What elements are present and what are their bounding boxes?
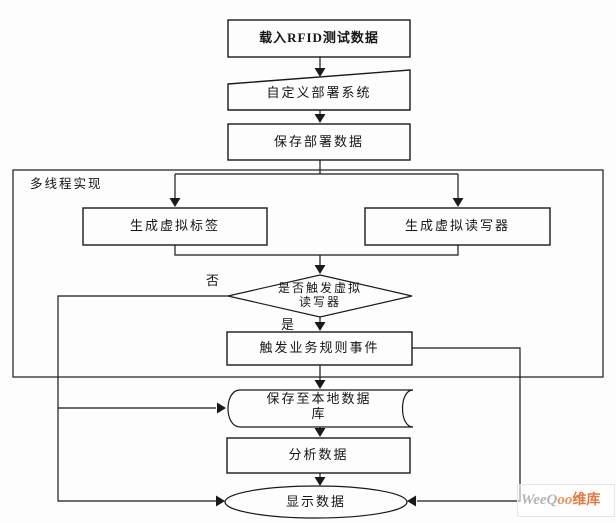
arrowheads (169, 68, 464, 507)
node-customize-shape (227, 69, 411, 111)
arrow-left-icon (407, 495, 416, 507)
arrow-down-icon (314, 322, 326, 331)
save-db-line2: 库 (311, 406, 327, 421)
watermark-frame (517, 484, 615, 517)
connector-lines (57, 57, 521, 502)
arrow-down-icon (314, 477, 326, 486)
arrow-down-icon (452, 198, 464, 207)
node-save-db-label: 保存至本地数据 库 (225, 387, 413, 427)
arrow-right-icon (217, 402, 226, 414)
node-display-label: 显示数据 (285, 494, 346, 510)
multithread-region-label: 多线程实现 (30, 177, 103, 191)
node-gen-readers-label: 生成虚拟读写器 (404, 218, 510, 234)
node-trigger-shape (226, 331, 413, 366)
node-save-db-shape (227, 389, 414, 428)
watermark-text-gray: WeeQ (521, 492, 558, 508)
node-save-deploy-shape (227, 123, 411, 161)
arrow-down-icon (169, 198, 181, 207)
node-gen-tags-shape (82, 207, 268, 246)
arrow-down-icon (314, 428, 326, 437)
node-gen-tags-label: 生成虚拟标签 (129, 218, 220, 234)
branch-no-label: 否 (206, 273, 220, 288)
node-decision-shape (227, 274, 413, 318)
node-load-rfid-label: 载入RFID测试数据 (259, 30, 379, 46)
node-decision-label: 是否触发虚拟 读写器 (228, 276, 412, 316)
node-load-rfid-shape (227, 19, 411, 58)
save-db-line1: 保存至本地数据 (266, 391, 372, 407)
connector-no-feedback (57, 295, 228, 502)
connector-trigger-right-feedback (412, 347, 521, 502)
arrow-down-icon (314, 68, 326, 77)
node-analyze-label: 分析数据 (288, 447, 349, 463)
watermark: WeeQoo维库 (521, 489, 600, 509)
connector-save-to-branches (174, 160, 459, 199)
node-display-shape (224, 485, 408, 519)
node-save-deploy-label: 保存部署数据 (273, 133, 364, 149)
node-analyze-shape (226, 437, 411, 474)
decision-line1: 是否触发虚拟 (277, 281, 362, 296)
arrow-down-icon (314, 114, 326, 123)
watermark-brand: 维库 (572, 493, 601, 508)
node-gen-readers-shape (364, 207, 551, 246)
arrow-down-icon (314, 265, 326, 274)
node-trigger-label: 触发业务规则事件 (259, 340, 380, 356)
arrow-down-icon (314, 380, 326, 389)
arrow-right-icon (216, 495, 225, 507)
connector-branches-to-decision (174, 245, 459, 267)
node-customize-label: 自定义部署系统 (266, 84, 372, 100)
branch-yes-label: 是 (281, 317, 295, 332)
multithread-region-box (12, 169, 604, 378)
watermark-text-orange: oo (557, 492, 573, 508)
decision-line2: 读写器 (298, 295, 341, 309)
